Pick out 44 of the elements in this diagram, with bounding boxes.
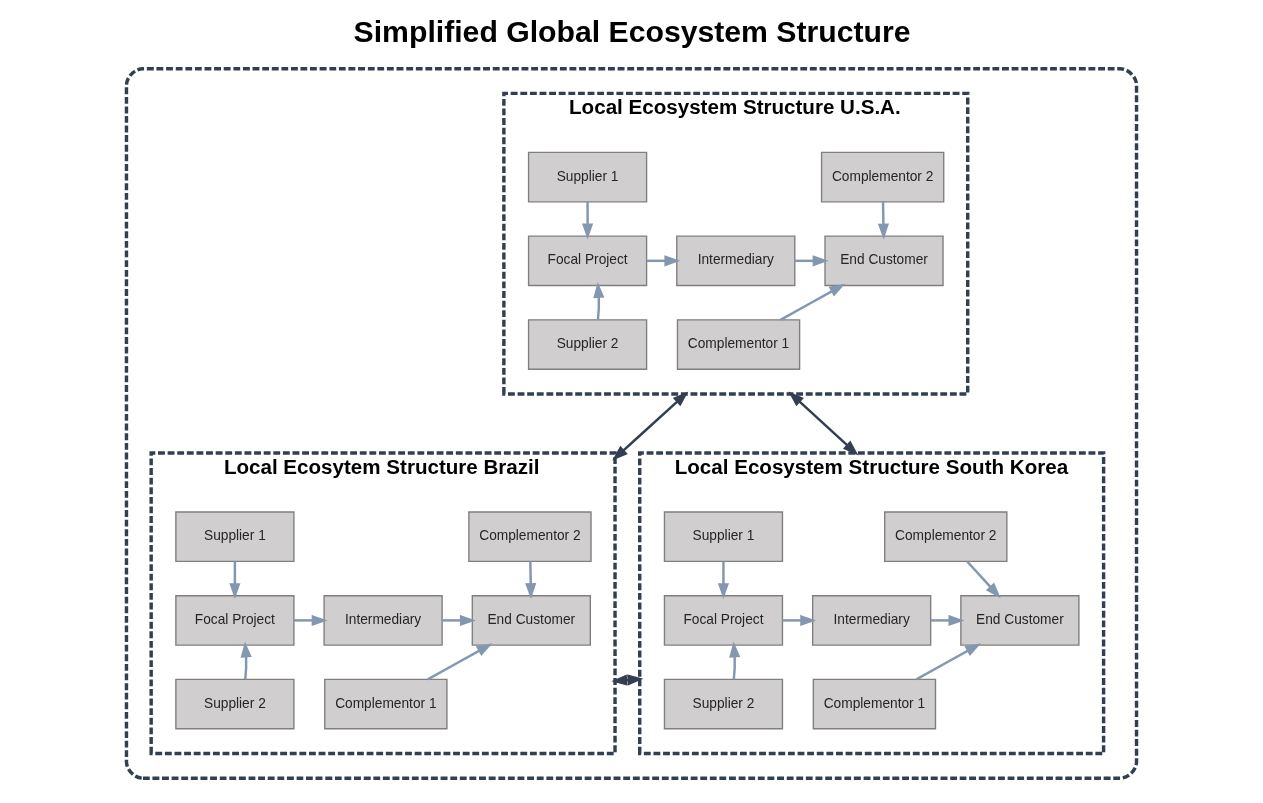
arrow [593,281,605,320]
node-box: Complementor 1 [324,678,448,730]
arrow [779,283,846,321]
node-box: Complementor 2 [468,511,592,563]
arrow [717,561,730,600]
node-box: Complementor 1 [676,319,801,370]
arrow [240,641,252,680]
node-box: Focal Project [527,235,648,287]
arrow [788,391,859,456]
arrow [442,614,476,626]
node-box: Supplier 1 [527,151,648,203]
node-box: Focal Project [175,595,295,646]
node-box: Intermediary [323,595,443,646]
arrow [427,643,493,681]
arrow [612,391,689,461]
node-box: End Customer [960,595,1080,646]
arrow [915,643,982,681]
node-box: Supplier 2 [527,319,648,370]
node-box: Intermediary [811,595,932,646]
arrow [229,561,241,600]
arrow [794,255,829,267]
arrow [877,201,889,240]
cluster [124,67,1139,780]
arrow [782,614,817,626]
arrow [582,201,594,240]
node-box: Supplier 1 [663,511,784,563]
arrow [525,561,537,600]
node-box: Complementor 2 [884,511,1008,563]
arrow [611,674,644,686]
node-box: Supplier 2 [663,678,784,730]
node-box: Supplier 2 [175,678,295,730]
arrow [930,614,965,626]
arrow [293,614,328,626]
arrow [646,255,681,267]
node-box: Complementor 2 [820,151,945,203]
node-box: End Customer [471,595,591,646]
node-box: End Customer [824,235,944,287]
node-box: Focal Project [663,595,784,646]
arrow [729,641,741,680]
node-box: Intermediary [676,235,796,287]
arrow [966,560,1001,599]
node-box: Supplier 1 [175,511,295,563]
node-box: Complementor 1 [812,678,937,730]
diagram-title: Simplified Global Ecosystem Structure [353,15,911,49]
